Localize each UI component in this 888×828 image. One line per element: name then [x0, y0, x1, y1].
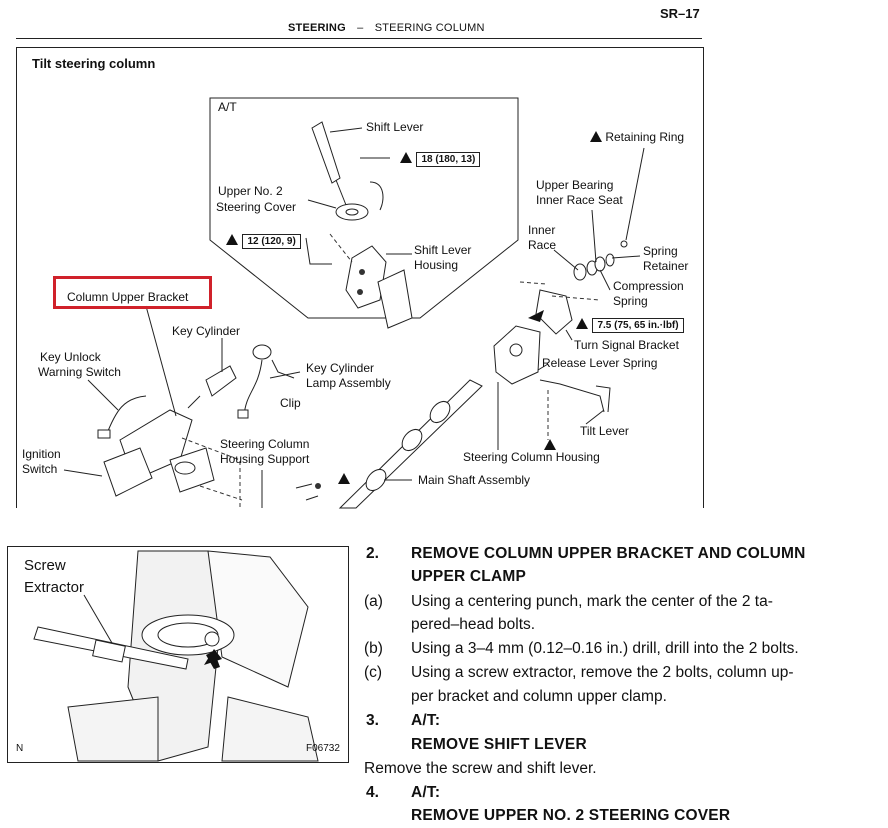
exploded-diagram-drawing — [63, 97, 645, 509]
shift-lever-part — [311, 121, 363, 211]
photo-label-2: Extractor — [24, 579, 85, 596]
label-retaining-ring: Retaining Ring — [590, 130, 684, 145]
step-a-key: (a) — [364, 593, 383, 610]
triangle-icon — [576, 318, 588, 329]
label-upper-bearing-1: Upper Bearing — [536, 178, 614, 192]
label-upper-no2-cover-1: Upper No. 2 — [218, 184, 283, 198]
photo-corner-right: F06732 — [306, 743, 340, 754]
steering-column-housing-part — [493, 325, 541, 385]
key-cylinder-lamp-part — [237, 344, 295, 419]
retaining-ring-part — [620, 240, 628, 248]
label-housing-support-1: Steering Column — [220, 437, 310, 451]
label-turn-signal-bracket: Turn Signal Bracket — [574, 338, 679, 352]
column-bracket-part — [103, 409, 215, 497]
torque-12-value: 12 (120, 9) — [242, 234, 301, 249]
step-b-key: (b) — [364, 640, 383, 657]
step-3-text: Remove the screw and shift lever. — [364, 760, 597, 777]
step-2-title-text-1: REMOVE COLUMN UPPER BRACKET AND COLUMN — [411, 545, 806, 562]
photo-corner-left: N — [16, 743, 24, 754]
inner-race-part — [573, 263, 587, 281]
torque-12: 12 (120, 9) — [226, 231, 301, 249]
label-key-cylinder: Key Cylinder — [172, 324, 241, 338]
header-section: STEERING — [288, 22, 346, 34]
triangle-icon — [400, 152, 412, 163]
label-upper-no2-cover-2: Steering Cover — [216, 200, 297, 214]
label-inner-race-2: Race — [528, 238, 557, 252]
figure-title: Tilt steering column — [32, 56, 156, 71]
key-cylinder-part — [187, 365, 237, 409]
label-ignition-switch-2: Switch — [22, 462, 58, 476]
label-key-cylinder-lamp-1: Key Cylinder — [306, 361, 375, 375]
highlight-box — [53, 276, 212, 309]
step-4-title-text: REMOVE UPPER NO. 2 STEERING COVER — [411, 807, 731, 824]
triangle-marker-column — [544, 436, 556, 454]
step-3-number: 3. — [366, 712, 379, 729]
header-separator: – — [357, 22, 364, 34]
triangle-marker-support — [338, 470, 350, 488]
step-c-line2: per bracket and column upper clamp. — [411, 688, 667, 705]
step-2-title-line2: UPPER CLAMP — [411, 565, 526, 589]
label-shift-lever-housing-2: Housing — [414, 258, 459, 272]
triangle-icon — [226, 234, 238, 245]
step-c-line1: Using a screw extractor, remove the 2 bo… — [411, 664, 794, 681]
label-main-shaft: Main Shaft Assembly — [418, 473, 531, 487]
step-4-sub: A/T: — [411, 781, 440, 805]
label-inner-race-1: Inner — [528, 223, 556, 237]
step-2-title-text-2: UPPER CLAMP — [411, 568, 527, 585]
header-rule — [16, 38, 702, 39]
step-3-title-text: REMOVE SHIFT LEVER — [411, 736, 587, 753]
step-2-number: 2. — [366, 545, 379, 562]
key-unlock-switch-part — [97, 395, 147, 439]
torque-75: 7.5 (75, 65 in.·lbf) — [576, 315, 684, 333]
main-shaft-part — [338, 379, 483, 509]
label-release-lever-spring: Release Lever Spring — [542, 356, 658, 370]
torque-18: 18 (180, 13) — [400, 149, 481, 167]
step-2-title-line1: REMOVE COLUMN UPPER BRACKET AND COLUMN — [411, 542, 806, 566]
turn-signal-bracket-part — [535, 289, 573, 335]
label-clip: Clip — [280, 396, 301, 410]
screw-extractor-illustration: Screw Extractor N F06732 — [7, 546, 349, 763]
label-key-unlock-1: Key Unlock — [40, 350, 101, 364]
header-subsection: STEERING COLUMN — [374, 22, 485, 34]
torque-75-value: 7.5 (75, 65 in.·lbf) — [592, 318, 684, 333]
step-a-line1: Using a centering punch, mark the center… — [411, 593, 773, 610]
label-tilt-lever: Tilt Lever — [580, 424, 629, 438]
label-spring-retainer-2: Retainer — [643, 259, 689, 273]
label-spring-retainer-1: Spring — [643, 244, 678, 258]
running-header: STEERING – STEERING COLUMN — [288, 22, 485, 34]
step-4-sub-text: A/T: — [411, 784, 441, 801]
step-c-key: (c) — [364, 664, 383, 681]
step-4-number: 4. — [366, 784, 379, 801]
photo-label-1: Screw — [24, 557, 66, 574]
label-steering-column-housing: Steering Column Housing — [463, 450, 600, 464]
step-3-sub: A/T: — [411, 709, 440, 733]
label-key-unlock-2: Warning Switch — [38, 365, 121, 379]
label-upper-bearing-2: Inner Race Seat — [536, 193, 623, 207]
triangle-icon — [590, 131, 602, 142]
step-4-title: REMOVE UPPER NO. 2 STEERING COVER — [411, 804, 730, 828]
triangle-icon — [338, 473, 350, 484]
at-inset-outline — [209, 97, 519, 319]
label-column-upper-bracket: Column Upper Bracket — [67, 290, 189, 304]
label-retaining-ring-text: Retaining Ring — [605, 130, 685, 144]
label-compression-spring-1: Compression — [613, 279, 684, 293]
shift-lever-housing-part — [345, 245, 413, 329]
screw-extractor-drawing — [33, 550, 319, 762]
step-b-line1: Using a 3–4 mm (0.12–0.16 in.) drill, dr… — [411, 640, 799, 657]
compression-spring-part — [594, 256, 606, 272]
torque-18-value: 18 (180, 13) — [416, 152, 481, 167]
at-inset-label: A/T — [218, 100, 237, 114]
label-key-cylinder-lamp-2: Lamp Assembly — [306, 376, 391, 390]
step-a-line2: pered–head bolts. — [411, 616, 536, 633]
label-shift-lever: Shift Lever — [366, 120, 424, 134]
triangle-icon — [544, 439, 556, 450]
label-compression-spring-2: Spring — [613, 294, 648, 308]
step-3-sub-text: A/T: — [411, 712, 441, 729]
exploded-diagram-panel — [16, 47, 704, 508]
label-shift-lever-housing-1: Shift Lever — [414, 243, 472, 257]
label-ignition-switch-1: Ignition — [22, 447, 61, 461]
label-housing-support-2: Housing Support — [220, 452, 310, 466]
page-number: SR–17 — [660, 6, 700, 21]
step-3-title: REMOVE SHIFT LEVER — [411, 733, 587, 757]
